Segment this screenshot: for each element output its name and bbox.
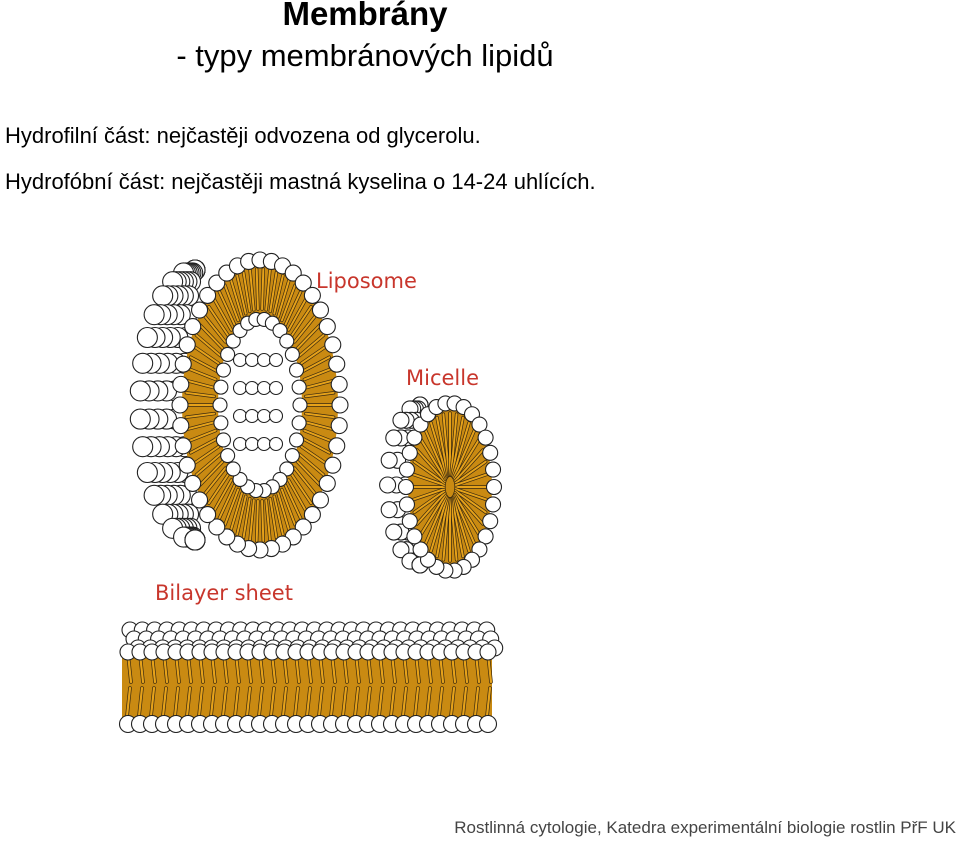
lipid-structures-illustration: Liposome Micelle Bilayer sheet [118,251,504,734]
slide-title: Membrány [282,0,448,32]
bilayer-sheet-label: Bilayer sheet [155,581,293,605]
slide-subtitle: - typy membránových lipidů [176,38,554,73]
footer-credit: Rostlinná cytologie, Katedra experimentá… [454,818,956,837]
hydrophilic-line: Hydrofilní část: nejčastěji odvozena od … [5,123,481,148]
micelle-illustration [379,395,503,579]
bilayer-sheet-illustration [118,621,504,734]
lipid-structures-figure: Liposome Micelle Bilayer sheet [100,250,520,750]
liposome-illustration [129,251,349,559]
hydrophobic-line: Hydrofóbní část: nejčastěji mastná kysel… [5,169,596,194]
liposome-label: Liposome [316,269,417,293]
micelle-label: Micelle [406,366,479,390]
